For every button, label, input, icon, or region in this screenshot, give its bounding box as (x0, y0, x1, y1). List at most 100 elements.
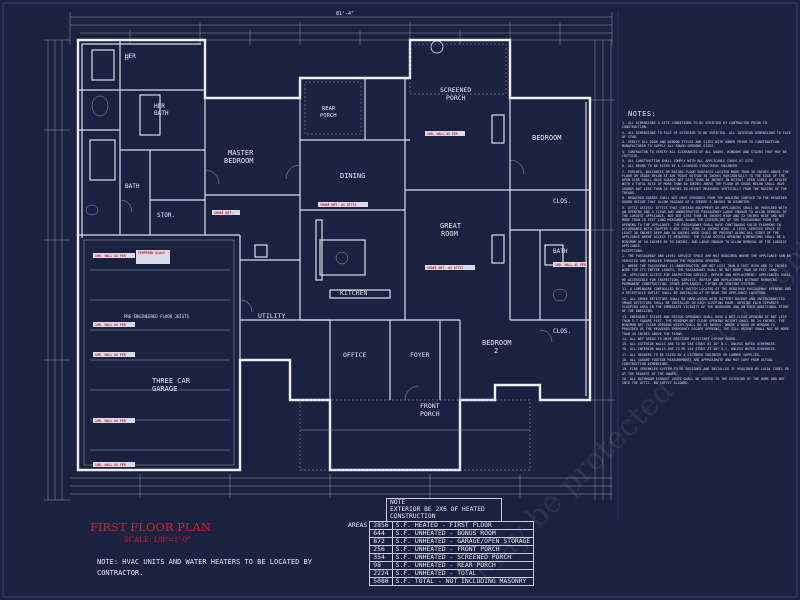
areas-label: S.F. TOTAL - NOT INCLUDING MASONRY (391, 577, 535, 586)
plan-title: FIRST FLOOR PLAN (90, 520, 211, 534)
room-label-dining: DINING (340, 172, 365, 180)
note-item: 2. ALL DIMENSIONS TO FACE OF EXTERIOR TO… (622, 130, 791, 139)
room-label-closet-right: CLOS. (553, 198, 571, 205)
note-item: 2. WHERE THE PASSAGEWAY IS UNOBSTRUCTED … (622, 263, 787, 272)
note-item: 1. THE PASSAGEWAY AND LEVEL SERVICE SPAC… (622, 254, 791, 263)
red-tag: 1HR. WALL AS PER (553, 262, 587, 267)
note-item: 19. FIRE SPRINKLER SYSTEM TO BE DESIGNED… (622, 367, 789, 376)
construction-note-line: EXTERIOR BE 2X6 OF HEATED (390, 506, 485, 514)
north-marker (430, 40, 444, 54)
red-tag: 1HR. WALL AS PER (93, 462, 135, 467)
areas-heading: AREAS (348, 520, 368, 529)
note-item: 3. VERIFY ALL DOOR AND WINDOW STYLES AND… (622, 140, 781, 149)
garage-lines (83, 239, 235, 466)
left-dimension-lines (44, 39, 70, 501)
red-tag: 1HR. WALL AS PER (425, 131, 465, 136)
construction-note-line: NOTE (390, 499, 406, 506)
svg-text:SMOKE DET. AS ATTIC: SMOKE DET. AS ATTIC (320, 203, 357, 207)
room-label-master-line2: BEDROOM (224, 157, 254, 165)
overall-dimension: 81'-4" (336, 11, 354, 17)
svg-text:1HR. WALL AS PER: 1HR. WALL AS PER (427, 132, 458, 136)
note-item: 7. PORCHES, BALCONIES OR RAISED FLOOR SU… (622, 169, 789, 195)
note-item: 10. APPLIANCE ACCESS FOR INSPECTION SERV… (622, 273, 791, 286)
svg-text:1HR. WALL AS PER: 1HR. WALL AS PER (95, 323, 126, 327)
room-label-closet-right2: CLOS. (553, 328, 571, 335)
porch-outlines (299, 43, 531, 471)
bath-fixtures (85, 49, 568, 302)
svg-text:1HR. WALL AS PER: 1HR. WALL AS PER (95, 463, 126, 467)
note-item: 5. ALL CONSTRUCTION SHALL COMPLY WITH AL… (622, 159, 755, 163)
notes-list: 1. ALL DIMENSIONS & SITE CONDITIONS TO B… (622, 121, 792, 385)
interior-walls (78, 40, 590, 401)
plan-scale: SCALE: 1/8"=1'-0" (124, 536, 191, 544)
construction-note: NOTE EXTERIOR BE 2X6 OF HEATED CONSTRUCT… (386, 498, 502, 521)
room-label-kitchen: KITCHEN (340, 289, 367, 297)
note-item: 4. CONTRACTOR TO VERIFY ALL CLEARANCES O… (622, 149, 787, 158)
construction-note-line: CONSTRUCTION (390, 513, 436, 521)
svg-text:SMOKE DET. AS ATTIC: SMOKE DET. AS ATTIC (427, 266, 464, 270)
red-tag: SMOKE DET. (212, 210, 240, 215)
red-tag: 1HR. WALL AS PER (93, 322, 135, 327)
room-label-office: OFFICE (343, 351, 367, 359)
room-label-foyer: FOYER (410, 351, 430, 359)
garage-joist-note: PRE-ENGINEERED FLOOR JOISTS (124, 314, 190, 319)
red-tag: SMOKE DET. AS ATTIC (425, 265, 475, 270)
note-item: 15. ALL EXTERIOR WALLS ARE TO BE 2X6 STU… (622, 342, 777, 346)
note-item: 6. ALL BEAMS TO BE SIZED BY A LICENSED S… (622, 164, 740, 169)
bottom-dimension-lines (70, 474, 612, 498)
room-label-her: HER (125, 53, 136, 60)
room-label-her-closet: H (125, 55, 129, 62)
red-tag: 1HR. WALL AS PER (93, 253, 135, 258)
note-item: EXCEPTIONS: (622, 249, 644, 253)
svg-text:1HR. WALL AS PER: 1HR. WALL AS PER (555, 263, 586, 267)
note-item: 20. ALL BATHROOM EXHAUST VENTS SHALL BE … (622, 376, 785, 385)
svg-text:SMOKE DET.: SMOKE DET. (214, 211, 233, 215)
note-item: 11. A LUMINAIRE CONTROLLED BY A SWITCH L… (622, 287, 791, 296)
title-block: FIRST FLOOR PLAN SCALE: 1/8"=1'-0" (90, 520, 211, 544)
room-label-bath-right: BATH (553, 248, 568, 255)
note-item: 14. ALL WET AREAS TO HAVE MOISTURE RESIS… (622, 336, 738, 341)
note-item: 9. ATTIC ACCESS: ATTICS THAT CONTAIN EQU… (622, 205, 787, 248)
note-item: 18. ALL SQUARE FOOTAGE MEASUREMENTS ARE … (622, 357, 773, 366)
room-label-master-line1: MASTER (228, 149, 254, 157)
room-label-bedroom: BEDROOM (532, 134, 562, 142)
areas-value: 5080 (369, 577, 393, 586)
svg-text:1HR. WALL AS PER: 1HR. WALL AS PER (95, 419, 126, 423)
notes-heading: NOTES: (628, 110, 657, 118)
note-item: 13. EMERGENCY ESCAPE AND RESCUE OPENINGS… (622, 314, 789, 336)
note-item: 12. ALL SMOKE DETECTORS SHALL BE HARD-WI… (622, 296, 789, 314)
hvac-note: NOTE: HVAC UNITS AND WATER HEATERS TO BE… (97, 558, 312, 577)
svg-text:1HR. WALL AS PER: 1HR. WALL AS PER (95, 353, 126, 357)
svg-text:1HR. WALL AS PER: 1HR. WALL AS PER (95, 254, 126, 258)
room-label-utility: UTILITY (258, 312, 285, 320)
red-tag: 1HR. WALL AS PER (93, 418, 135, 423)
general-notes: 1. ALL DIMENSIONS & SITE CONDITIONS TO B… (622, 108, 792, 528)
note-item: 16. ALL INTERIOR WALLS ARE TO BE 2X4 STU… (622, 347, 777, 352)
red-tag: 1HR. WALL AS PER (93, 352, 135, 357)
note-item: 1. ALL DIMENSIONS & SITE CONDITIONS TO B… (622, 121, 767, 130)
door-swings (119, 159, 553, 401)
note-item: 8. REQUIRED GUARDS SHALL NOT HAVE OPENIN… (622, 196, 787, 205)
red-tag: SMOKE DET. AS ATTIC (318, 202, 368, 207)
room-label-bath: BATH (125, 183, 140, 190)
room-label-storage: STOR. (157, 212, 175, 219)
svg-text:TEMPERED GLASS: TEMPERED GLASS (138, 251, 165, 255)
exterior-walls (76, 38, 592, 472)
kitchen-fixtures (254, 114, 505, 299)
red-tag: TEMPERED GLASS (136, 250, 170, 264)
note-item: 17. ALL HEADERS TO BE SIZED BY A LICENSE… (622, 352, 761, 357)
red-callout-tags: 1HR. WALL AS PER SMOKE DET. TEMPERED GLA… (93, 131, 587, 467)
right-dimension-lines (590, 40, 615, 500)
